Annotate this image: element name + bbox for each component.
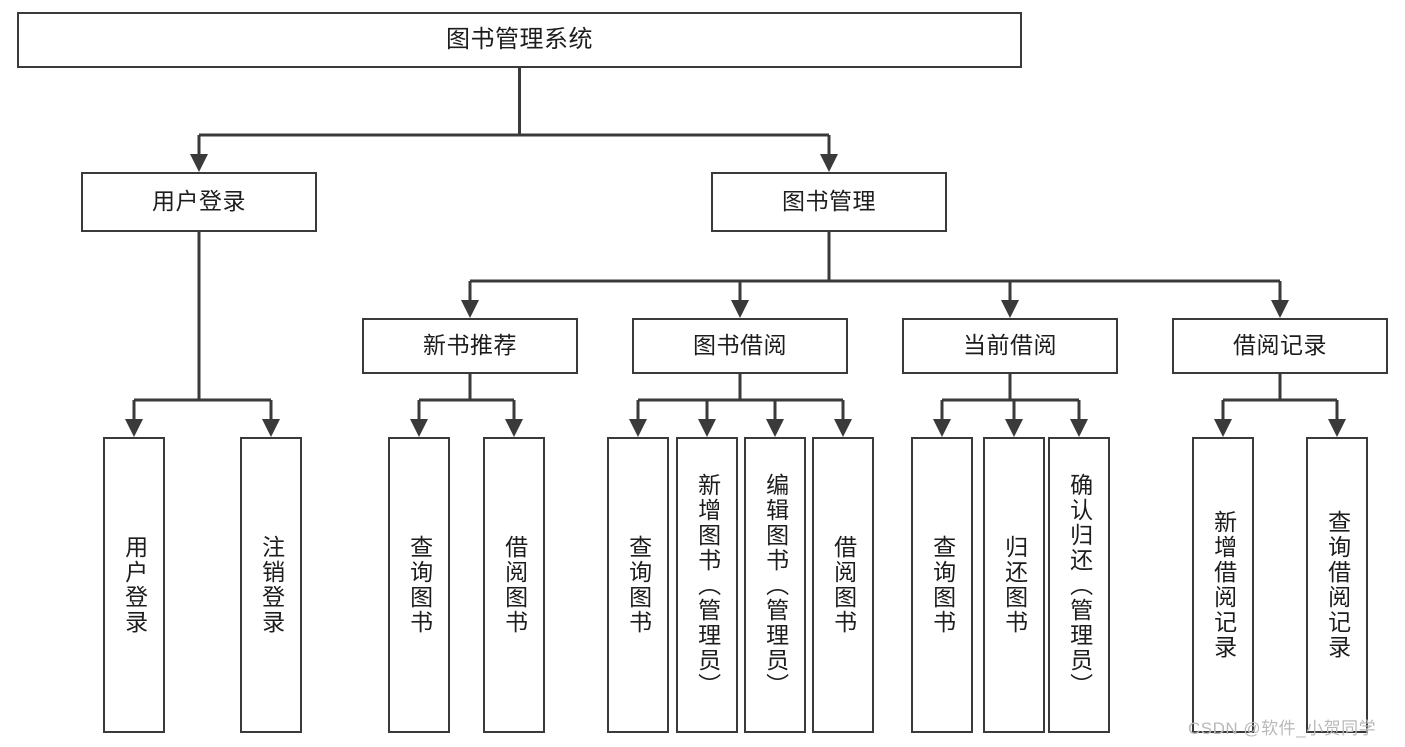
arrow-head-icon [190, 154, 208, 172]
node-leaf-borrow-book-1[interactable]: 借阅图书 [483, 437, 545, 733]
arrow-head-icon [820, 154, 838, 172]
arrow-head-icon [629, 419, 647, 437]
arrow-head-icon [834, 419, 852, 437]
node-label: 新增借阅记录 [1210, 510, 1237, 660]
node-label: 图书管理 [782, 188, 876, 215]
node-borrow-record[interactable]: 借阅记录 [1172, 318, 1388, 374]
arrow-head-icon [505, 419, 523, 437]
arrow-head-icon [1005, 419, 1023, 437]
node-label: 确认归还（管理员） [1066, 472, 1093, 698]
node-leaf-confirm-return[interactable]: 确认归还（管理员） [1048, 437, 1110, 733]
node-label: 借阅记录 [1233, 332, 1327, 359]
arrow-head-icon [461, 300, 479, 318]
watermark-label: CSDN @软件_小贺同学 [1188, 719, 1377, 738]
node-leaf-add-record[interactable]: 新增借阅记录 [1192, 437, 1254, 733]
node-label: 查询借阅记录 [1324, 510, 1351, 660]
node-book-borrow[interactable]: 图书借阅 [632, 318, 848, 374]
node-book-manage[interactable]: 图书管理 [711, 172, 947, 232]
node-label: 查询图书 [929, 535, 956, 635]
node-label: 当前借阅 [963, 332, 1057, 359]
node-leaf-add-book[interactable]: 新增图书（管理员） [676, 437, 738, 733]
arrow-head-icon [1271, 300, 1289, 318]
node-leaf-return-book[interactable]: 归还图书 [983, 437, 1045, 733]
node-leaf-query-book-1[interactable]: 查询图书 [388, 437, 450, 733]
node-current-borrow[interactable]: 当前借阅 [902, 318, 1118, 374]
arrow-head-icon [1214, 419, 1232, 437]
arrow-head-icon [1070, 419, 1088, 437]
arrow-head-icon [262, 419, 280, 437]
node-label: 查询图书 [406, 535, 433, 635]
node-label: 编辑图书（管理员） [762, 472, 789, 698]
arrow-head-icon [731, 300, 749, 318]
node-label: 注销登录 [258, 535, 285, 635]
node-leaf-query-book-2[interactable]: 查询图书 [607, 437, 669, 733]
node-leaf-user-login[interactable]: 用户登录 [103, 437, 165, 733]
node-leaf-query-record[interactable]: 查询借阅记录 [1306, 437, 1368, 733]
node-leaf-logout[interactable]: 注销登录 [240, 437, 302, 733]
node-label: 新增图书（管理员） [694, 472, 721, 698]
node-new-book-rec[interactable]: 新书推荐 [362, 318, 578, 374]
arrow-head-icon [1001, 300, 1019, 318]
node-label: 图书借阅 [693, 332, 787, 359]
node-label: 查询图书 [625, 535, 652, 635]
arrow-head-icon [933, 419, 951, 437]
arrow-head-icon [125, 419, 143, 437]
arrow-head-icon [1328, 419, 1346, 437]
node-leaf-edit-book[interactable]: 编辑图书（管理员） [744, 437, 806, 733]
node-label: 借阅图书 [501, 535, 528, 635]
node-root[interactable]: 图书管理系统 [17, 12, 1022, 68]
node-label: 图书管理系统 [446, 25, 593, 53]
node-label: 用户登录 [121, 535, 148, 635]
node-label: 用户登录 [152, 188, 246, 215]
node-label: 借阅图书 [830, 535, 857, 635]
node-label: 新书推荐 [423, 332, 517, 359]
arrow-head-icon [766, 419, 784, 437]
arrow-head-icon [698, 419, 716, 437]
node-user-login[interactable]: 用户登录 [81, 172, 317, 232]
node-leaf-query-book-3[interactable]: 查询图书 [911, 437, 973, 733]
arrow-head-icon [410, 419, 428, 437]
node-label: 归还图书 [1001, 535, 1028, 635]
node-leaf-borrow-book-2[interactable]: 借阅图书 [812, 437, 874, 733]
